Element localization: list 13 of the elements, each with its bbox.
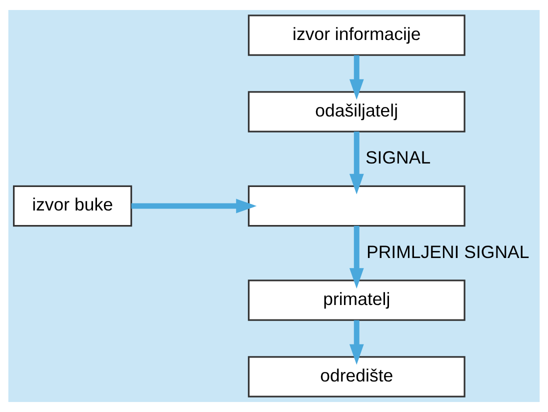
edge-label: PRIMLJENI SIGNAL — [366, 242, 530, 262]
node-box: izvor informacije — [248, 14, 466, 56]
arrow — [349, 226, 364, 289]
arrow — [349, 55, 364, 100]
node-box: odašiljatelj — [248, 91, 466, 132]
arrow — [349, 132, 364, 194]
arrow — [131, 198, 257, 214]
node-box — [248, 185, 466, 227]
node-box: primatelj — [248, 280, 466, 321]
node-box: izvor buke — [12, 185, 132, 227]
node-box: odredište — [248, 356, 466, 398]
edge-label: SIGNAL — [365, 148, 431, 168]
arrow — [349, 320, 364, 365]
